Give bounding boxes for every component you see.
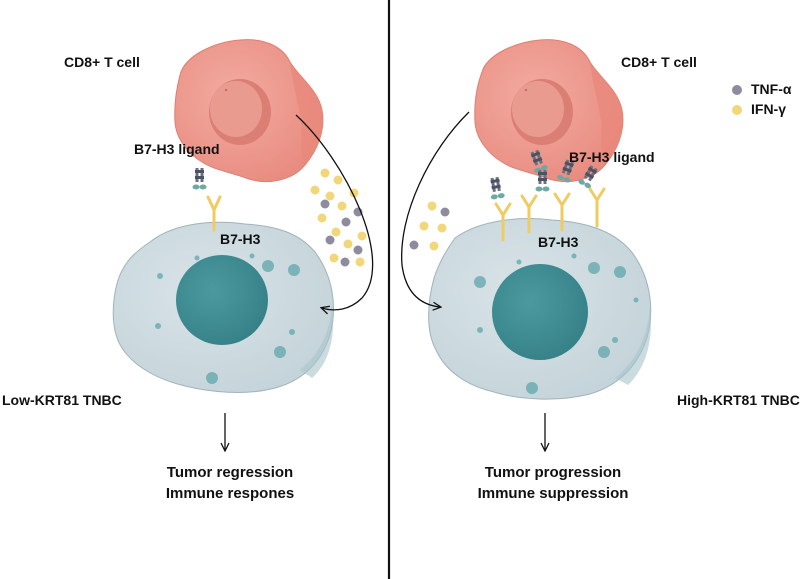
right-outcome-line2: Immune suppression — [477, 485, 629, 502]
left-b7h3-receptor — [206, 195, 222, 232]
right-t-cell-label: CD8+ T cell — [621, 54, 697, 70]
right-tumor-cell — [428, 218, 652, 400]
right-outcome-line1: Tumor progression — [484, 464, 622, 481]
left-receptor-label: B7-H3 — [220, 231, 261, 247]
left-outcome: Tumor regression Immune respones — [166, 462, 294, 504]
right-cytokines — [409, 201, 450, 251]
left-tumor-nucleus — [176, 255, 268, 345]
left-tumor-cell — [112, 221, 335, 393]
left-tumor-label: Low-KRT81 TNBC — [2, 392, 122, 408]
legend — [732, 85, 742, 115]
right-tumor-nucleus — [492, 264, 588, 360]
right-outcome: Tumor progression Immune suppression — [478, 462, 629, 504]
right-t-cell — [474, 39, 624, 183]
right-receptor-label: B7-H3 — [538, 234, 579, 250]
left-outcome-line1: Tumor regression — [166, 464, 294, 481]
left-cytokines — [310, 168, 367, 267]
left-outcome-line2: Immune respones — [165, 485, 295, 502]
right-tumor-label: High-KRT81 TNBC — [677, 392, 800, 408]
right-cytokine-arrow — [401, 111, 470, 307]
legend-ifn-label: IFN-γ — [751, 101, 786, 117]
left-cytokine-arrow — [295, 114, 374, 310]
right-ligand-label: B7-H3 ligand — [569, 149, 655, 165]
left-ligand-label: B7-H3 ligand — [134, 141, 220, 157]
left-t-cell — [174, 39, 324, 183]
left-t-cell-label: CD8+ T cell — [64, 54, 140, 70]
left-b7h3-ligand — [191, 166, 208, 191]
right-b7h3-receptors — [494, 187, 606, 242]
legend-tnf-swatch — [732, 85, 742, 95]
legend-ifn-swatch — [732, 105, 742, 115]
legend-tnf-label: TNF-α — [751, 81, 792, 97]
